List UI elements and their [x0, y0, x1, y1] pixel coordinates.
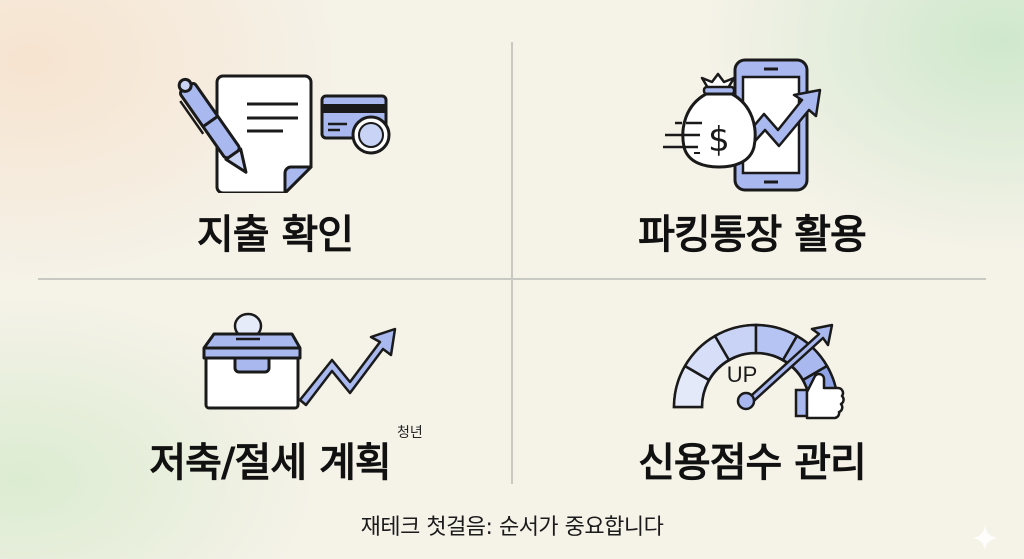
divider-vertical — [511, 42, 513, 484]
quadrant-title-credit-score: 신용점수 관리 — [638, 440, 867, 486]
document-pen-card-icon — [177, 74, 391, 193]
svg-text:$: $ — [708, 120, 730, 160]
savings-box-growth-icon — [202, 312, 397, 410]
sparkle-watermark-icon — [972, 525, 998, 551]
credit-gauge-up-icon: UP — [672, 323, 845, 420]
divider-horizontal — [38, 278, 986, 280]
footer-caption: 재테크 첫걸음: 순서가 중요합니다 — [360, 515, 664, 540]
quadrant-title-savings-tax-plan: 저축/절세 계획 — [149, 440, 391, 486]
gauge-up-label: UP — [727, 362, 758, 387]
money-bag-phone-growth-icon: $ — [663, 58, 822, 192]
superscript-youth: 청년 — [397, 425, 423, 441]
quadrant-title-parking-account: 파킹통장 활용 — [638, 212, 867, 258]
quadrant-title-expense-check: 지출 확인 — [196, 212, 354, 258]
